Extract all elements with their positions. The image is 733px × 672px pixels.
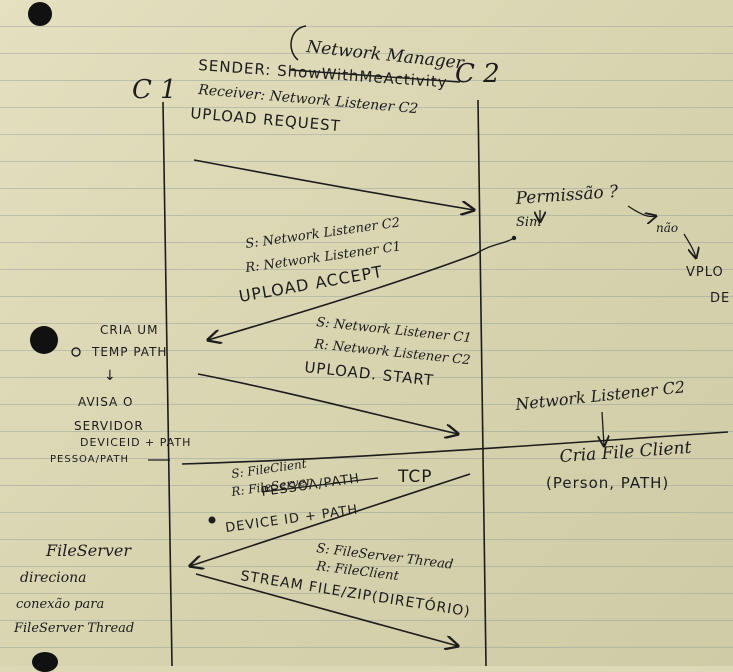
note-avisa: AVISA O [78,395,134,409]
yes-to-accept-connector [475,237,515,255]
binder-hole-top [28,2,52,26]
yes-dot [511,235,517,241]
network-manager-bracket [290,25,307,61]
sender-strikethrough [289,69,461,83]
fileserver-note-line1: FileServer [45,541,132,560]
permission-yes: Sim [516,215,541,230]
stream-arrow [195,573,458,646]
actor-c1-label: C 1 [132,75,177,105]
note-temp-path: TEMP PATH [91,345,167,359]
note-pessoa: PESSOA/PATH [50,454,129,465]
temp-dot [71,347,81,357]
permission-no-down-arrow [683,233,696,258]
tcp-arrow [190,473,471,566]
tcp-device-dot [208,516,216,524]
permission-result-line2: DE [710,291,730,306]
note-arrow: ↓ [104,368,116,384]
tcp-pessoa-strike [261,477,379,493]
start-label: UPLOAD. START [304,358,435,389]
fileserver-note-line2: direciona [20,570,87,586]
right-params: (Person, PATH) [546,474,669,492]
note-cria-um: CRIA UM [100,323,158,337]
permission-question: Permissão ? [514,182,620,209]
note-device: DEVICEID + PATH [80,436,191,449]
permission-no: não [656,221,678,235]
actor-c2-label: C 2 [455,59,500,89]
permission-result-line1: VPLO [686,265,724,280]
tcp-device: DEVICE ID + PATH [224,502,359,536]
upload-request-label: UPLOAD REQUEST [190,104,342,135]
fileserver-note-line3: conexão para [16,597,104,612]
section-divider [181,431,729,465]
upload-accept-arrow [208,253,477,340]
binder-hole-middle [30,326,58,354]
upload-request-arrow [193,159,474,210]
note-servidor: SERVIDOR [74,419,144,433]
right-network-listener: Network Listener C2 [513,377,685,414]
listener-down-arrow [602,411,604,446]
fileserver-note-line4: FileServer Thread [13,621,134,636]
tcp-label: TCP [397,467,433,487]
lifeline-c1 [162,101,173,666]
permission-no-arrow [627,205,656,217]
upload-start-arrow [197,373,458,434]
lifeline-c2 [477,99,487,666]
